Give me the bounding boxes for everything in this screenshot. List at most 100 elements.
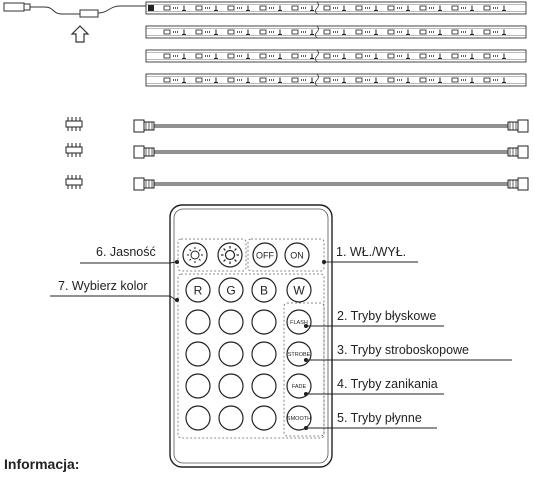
pin-connector-icon [65, 143, 83, 157]
blue-button[interactable]: B [251, 277, 277, 303]
led-chip [483, 5, 491, 11]
led-chip [291, 5, 299, 11]
led-chip [227, 53, 235, 59]
onoff-callout: 1. WŁ./WYŁ. [336, 245, 407, 259]
led-chip [355, 53, 363, 59]
off-button-label: OFF [256, 251, 274, 261]
connector-cables [65, 117, 529, 191]
fade-button-label: FADE [292, 384, 307, 390]
flash-callout: 2. Tryby błyskowe [337, 309, 437, 323]
led-chip [195, 77, 203, 83]
info-heading: Informacja: [4, 456, 80, 472]
led-chip [451, 29, 459, 35]
strobe-button-label: STROBE [288, 352, 311, 358]
led-chip [355, 77, 363, 83]
led-chip [451, 77, 459, 83]
off-button[interactable]: OFF [252, 242, 278, 268]
led-chip [387, 29, 395, 35]
led-chip [163, 29, 171, 35]
brightness-up-button[interactable] [217, 242, 243, 268]
led-chip [163, 5, 171, 11]
arrow-up-icon [70, 25, 90, 43]
white-button[interactable]: W [286, 277, 312, 303]
on-button-label: ON [290, 251, 304, 261]
color-button[interactable] [218, 405, 244, 431]
led-chip [227, 77, 235, 83]
led-chip [387, 77, 395, 83]
color-button[interactable] [251, 405, 277, 431]
led-strip [145, 25, 527, 39]
led-chip [163, 53, 171, 59]
led-chip [195, 5, 203, 11]
color-button[interactable] [218, 309, 244, 335]
connector-cable [65, 175, 529, 191]
led-chip [323, 29, 331, 35]
color-button[interactable] [251, 341, 277, 367]
led-chip [291, 77, 299, 83]
led-chip [387, 5, 395, 11]
led-chip [419, 29, 427, 35]
color-group [177, 273, 325, 439]
led-chip [419, 53, 427, 59]
flash-button-label: FLASH [290, 320, 308, 326]
blue-button-label: B [260, 284, 268, 298]
led-chip [259, 53, 267, 59]
connector-cable [65, 143, 529, 159]
green-button-label: G [226, 284, 235, 298]
connector-cable [65, 117, 529, 133]
fade-button[interactable]: FADE [286, 373, 312, 399]
usb-plug-icon [3, 2, 146, 18]
strobe-callout: 3. Tryby stroboskopowe [337, 343, 470, 357]
led-chip [259, 29, 267, 35]
red-button[interactable]: R [185, 277, 211, 303]
led-chip [259, 5, 267, 11]
green-button[interactable]: G [218, 277, 244, 303]
brightness-up-icon [221, 246, 239, 264]
led-chip [451, 53, 459, 59]
brightness-group [177, 238, 247, 272]
led-chip [419, 5, 427, 11]
on-button[interactable]: ON [284, 242, 310, 268]
pin-connector-icon [65, 175, 83, 189]
led-chip [227, 5, 235, 11]
led-chip [355, 29, 363, 35]
led-chip [163, 77, 171, 83]
smooth-callout: 5. Tryby płynne [337, 411, 422, 425]
brightness-down-button[interactable] [182, 242, 208, 268]
color-button[interactable] [185, 373, 211, 399]
led-chip [323, 77, 331, 83]
smooth-button[interactable]: SMOOTH [286, 405, 312, 431]
callout-leaders [50, 259, 512, 431]
color-button[interactable] [251, 309, 277, 335]
led-chip [227, 29, 235, 35]
led-chip [195, 53, 203, 59]
color-button[interactable] [251, 373, 277, 399]
mode-group [283, 302, 325, 437]
led-strip [145, 73, 527, 87]
led-chip [419, 77, 427, 83]
color-button-grid [185, 309, 277, 431]
color-button[interactable] [185, 309, 211, 335]
color-button[interactable] [185, 405, 211, 431]
power-group [247, 238, 325, 272]
color-button[interactable] [218, 373, 244, 399]
led-chip [483, 77, 491, 83]
pin-connector-icon [65, 117, 83, 131]
led-strip [145, 49, 527, 63]
color-button[interactable] [218, 341, 244, 367]
led-chip [323, 53, 331, 59]
brightness-down-icon [187, 247, 203, 263]
color-callout: 7. Wybierz kolor [58, 279, 148, 293]
flash-button[interactable]: FLASH [286, 309, 312, 335]
red-button-label: R [194, 284, 203, 298]
led-chip [483, 29, 491, 35]
white-button-label: W [293, 284, 305, 298]
led-chip [195, 29, 203, 35]
remote-control: OFF ON R G B W FLASH [169, 204, 333, 468]
led-chip [387, 53, 395, 59]
led-chip [451, 5, 459, 11]
strobe-button[interactable]: STROBE [286, 341, 312, 367]
color-button[interactable] [185, 341, 211, 367]
led-chip [355, 5, 363, 11]
